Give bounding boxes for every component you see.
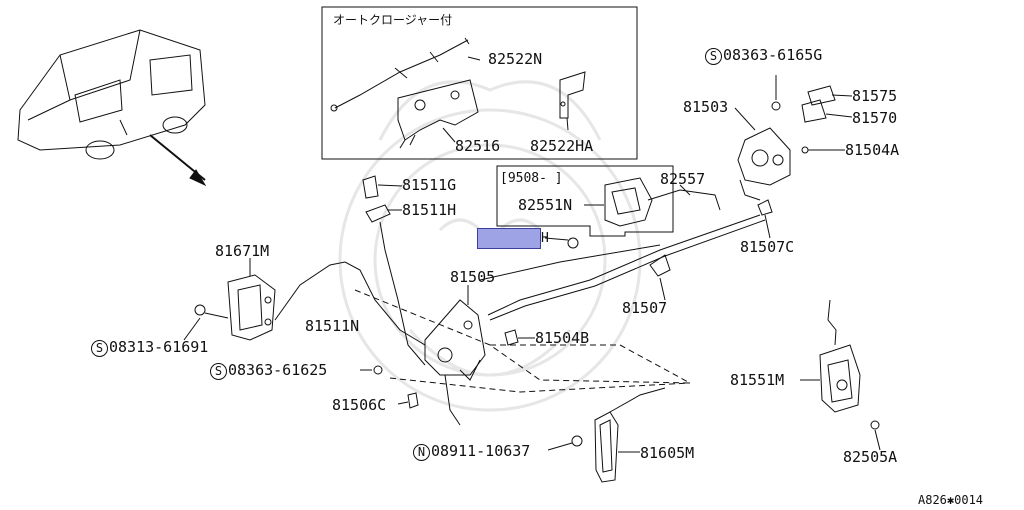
label-81504B: 81504B	[535, 329, 590, 347]
box-mid-title: [9508- ]	[500, 171, 563, 186]
label-81503: 81503	[683, 98, 729, 116]
s-prefix: S	[705, 48, 722, 65]
label-82551N: 82551N	[518, 196, 573, 214]
label-81511H: 81511H	[402, 201, 457, 219]
rod-81507C	[487, 214, 761, 316]
auto-closure-box	[321, 6, 638, 160]
footer-code: A826✱0014	[918, 493, 984, 507]
clip-81511G	[362, 175, 379, 199]
callout-code: 08313-61691	[109, 338, 209, 356]
mid-version-box	[496, 165, 674, 237]
inside-handle-81671M	[227, 274, 276, 341]
latch-81503	[737, 127, 791, 201]
label-81671M: 81671M	[215, 242, 270, 260]
clip-81511H	[365, 204, 391, 223]
label-82505A: 82505A	[843, 448, 898, 466]
outside-handle-81605M	[594, 411, 619, 483]
s-prefix: S	[91, 340, 108, 357]
bracket-82522HA	[559, 71, 586, 119]
label-81505: 81505	[450, 268, 496, 286]
part-81570	[801, 99, 827, 123]
label-81511G: 81511G	[402, 176, 457, 194]
label-81551M: 81551M	[730, 371, 785, 389]
label-81605M: 81605M	[640, 444, 695, 462]
box-top-title: オートクロージャー付	[333, 13, 453, 27]
watermark-emblem	[338, 80, 642, 412]
label-82522HA: 82522HA	[530, 137, 594, 155]
s-prefix: S	[210, 363, 227, 380]
label-81504A: 81504A	[845, 141, 900, 159]
rod-81511N	[379, 221, 426, 366]
callout-code: 08911-10637	[431, 442, 531, 460]
rod-82557	[647, 189, 721, 211]
n-prefix: N	[413, 444, 430, 461]
clip-81507	[649, 254, 671, 277]
actuator-82551N	[604, 177, 653, 227]
actuator-82516	[397, 79, 479, 149]
label-82557: 82557	[660, 170, 706, 188]
label-81507: 81507	[622, 299, 668, 317]
highlight-suffix: H	[541, 231, 549, 246]
label-81507C: 81507C	[740, 238, 795, 256]
callout-code: 08363-6165G	[723, 46, 823, 64]
part-81575	[807, 85, 836, 106]
cable-82522N	[330, 37, 470, 112]
label-81575: 81575	[852, 87, 898, 105]
label-81511N: 81511N	[305, 317, 360, 335]
van-illustration	[17, 29, 206, 160]
callout-code: 08363-61625	[228, 361, 328, 379]
label-81570: 81570	[852, 109, 898, 127]
label-82522N: 82522N	[488, 50, 543, 68]
label-82516: 82516	[455, 137, 501, 155]
lock-81505	[424, 299, 486, 426]
highlight-box	[477, 228, 541, 249]
latch-81551M	[819, 344, 861, 413]
label-81506C: 81506C	[332, 396, 387, 414]
